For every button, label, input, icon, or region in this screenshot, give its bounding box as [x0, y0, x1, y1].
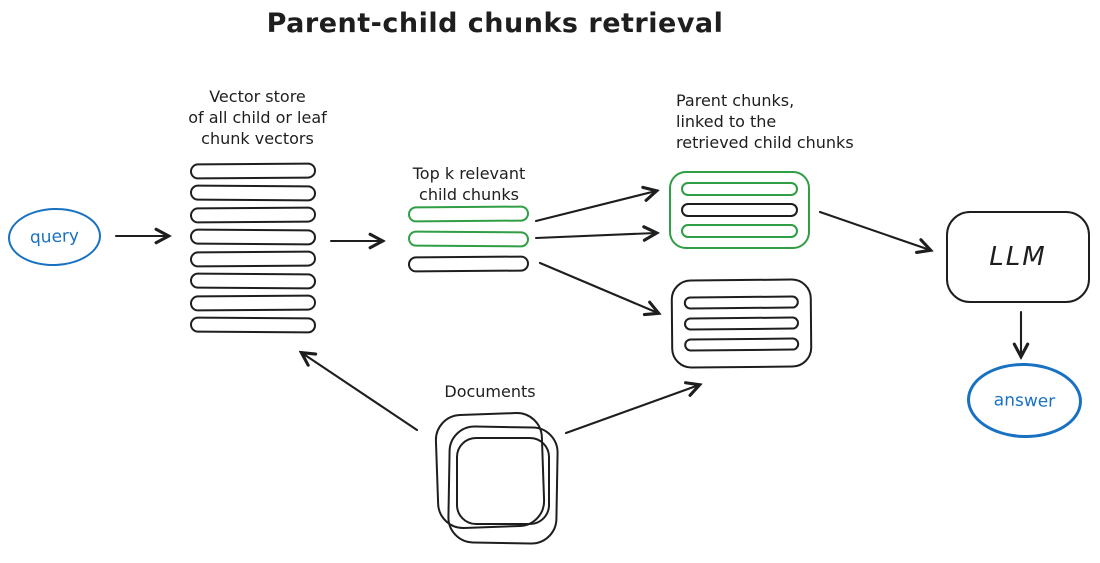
chunk-bar-green — [407, 230, 530, 248]
diagram-title: Parent-child chunks retrieval — [266, 8, 724, 39]
chunk-bar-black — [681, 203, 798, 217]
arrow-documents-to-vector-store — [302, 353, 419, 432]
parent-chunk-green-box — [669, 171, 810, 249]
top-k-label-line: Top k relevant — [412, 164, 526, 183]
documents-label: Documents — [420, 381, 560, 402]
chunk-bar-green — [681, 224, 798, 238]
chunk-bar-black — [683, 316, 800, 331]
document-shape — [456, 437, 550, 525]
arrow-top-k-to-green-box-1 — [534, 191, 656, 223]
top-k-chunks-stack — [407, 205, 530, 273]
chunk-bar-green — [681, 182, 798, 196]
vector-store-label: Vector store of all child or leaf chunk … — [150, 86, 365, 149]
chunk-bar-black — [189, 184, 317, 202]
arrow-green-box-to-llm — [818, 210, 930, 250]
chunk-bar-black — [189, 316, 317, 334]
chunk-bar-black — [684, 337, 800, 352]
vector-store-label-line: chunk vectors — [201, 129, 314, 148]
vector-store-label-line: of all child or leaf — [188, 108, 327, 127]
answer-label: answer — [993, 389, 1056, 412]
vector-store-label-line: Vector store — [209, 87, 306, 106]
chunk-bar-black — [189, 206, 317, 224]
chunk-bar-black — [683, 295, 799, 310]
parent-chunks-label-line: linked to the — [676, 112, 777, 131]
top-k-label-line: child chunks — [419, 185, 519, 204]
parent-chunk-black-box — [670, 278, 813, 369]
arrow-documents-to-black-box — [564, 385, 699, 435]
chunk-bar-black — [189, 162, 317, 180]
parent-chunks-label: Parent chunks, linked to the retrieved c… — [676, 90, 906, 153]
arrow-top-k-to-green-box-2 — [534, 233, 656, 238]
chunk-bar-black — [407, 255, 530, 273]
chunk-bar-green — [407, 205, 530, 223]
llm-label: LLM — [989, 242, 1047, 272]
query-label: query — [29, 226, 80, 248]
answer-node: answer — [966, 361, 1083, 440]
documents-label-text: Documents — [444, 382, 536, 401]
chunk-bar-black — [189, 272, 317, 290]
llm-node: LLM — [946, 211, 1090, 303]
parent-chunks-label-line: Parent chunks, — [676, 91, 795, 110]
vector-store-stack — [189, 162, 317, 334]
top-k-label: Top k relevant child chunks — [390, 163, 548, 205]
arrow-top-k-to-black-box — [538, 261, 658, 313]
parent-chunks-label-line: retrieved child chunks — [676, 133, 854, 152]
chunk-bar-black — [189, 250, 317, 268]
chunk-bar-black — [189, 228, 317, 246]
query-node: query — [7, 206, 102, 268]
chunk-bar-black — [189, 294, 317, 312]
